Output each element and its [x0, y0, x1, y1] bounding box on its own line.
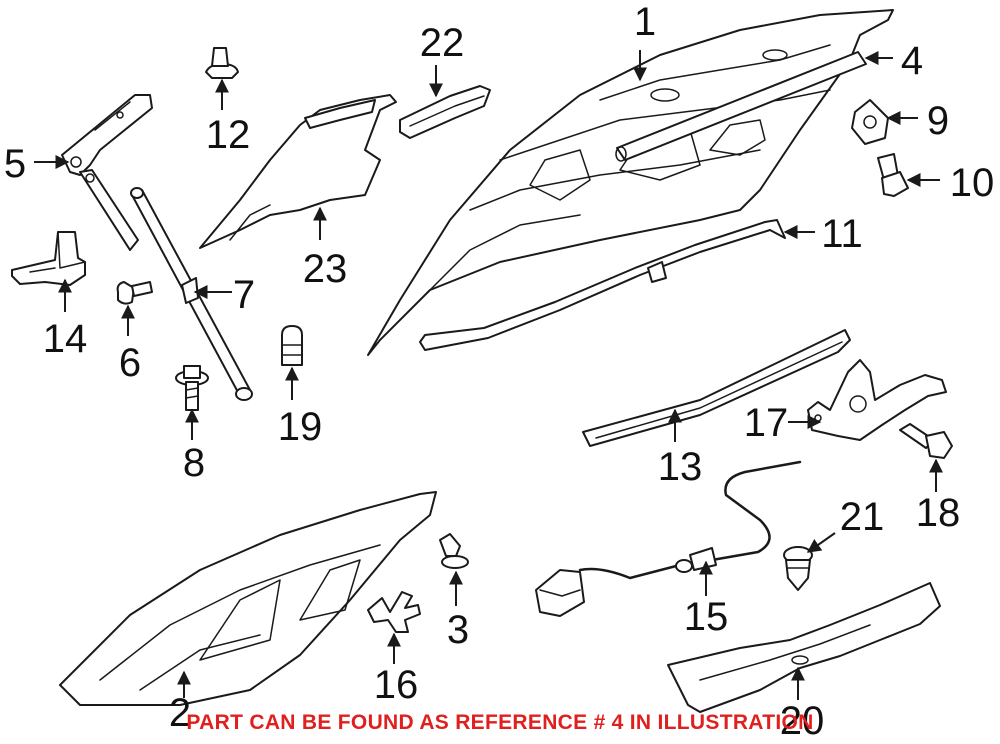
clip-12: [205, 47, 239, 79]
callout-17: 17: [744, 401, 789, 445]
bolt-10: [877, 153, 909, 197]
callout-7: 7: [233, 273, 255, 317]
hood-insulator-pad: [59, 491, 437, 706]
prop-rod: [419, 219, 786, 351]
release-cable: [535, 460, 802, 617]
nut-9: [851, 99, 889, 145]
bolt-18: [899, 423, 953, 459]
push-pin: [439, 533, 469, 569]
hinge-bracket: [11, 231, 86, 286]
leader-lines: [34, 50, 943, 700]
callout-5: 5: [4, 142, 26, 186]
insulator-23: [199, 94, 397, 249]
callout-6: 6: [119, 341, 141, 385]
callout-19: 19: [278, 405, 323, 449]
callout-11: 11: [821, 212, 863, 256]
callout-1: 1: [634, 0, 656, 44]
callout-15: 15: [684, 595, 729, 639]
callout-16: 16: [374, 663, 419, 707]
bolt-6: [116, 281, 153, 305]
push-clip-21: [783, 546, 813, 591]
callout-12: 12: [206, 113, 251, 157]
callout-21: 21: [840, 495, 885, 539]
callout-18: 18: [916, 491, 961, 535]
callout-4: 4: [901, 39, 923, 83]
callout-22: 22: [420, 21, 465, 65]
callout-8: 8: [183, 441, 205, 485]
reference-note: PART CAN BE FOUND AS REFERENCE # 4 IN IL…: [186, 711, 814, 734]
flange-bolt-8: [175, 365, 209, 411]
hood-latch: [807, 359, 947, 441]
callout-3: 3: [447, 608, 469, 652]
callout-2: 2: [169, 691, 191, 735]
seal-22: [399, 85, 491, 139]
front-seal-strip: [582, 329, 851, 447]
callout-23: 23: [303, 247, 348, 291]
bump-stop: [281, 325, 303, 366]
callout-9: 9: [927, 99, 949, 143]
lower-shield: [667, 582, 941, 713]
hood-hinge: [61, 94, 153, 251]
callout-10: 10: [950, 161, 995, 205]
callout-13: 13: [658, 445, 703, 489]
callout-20: 20: [780, 699, 825, 743]
retainer-16: [367, 591, 421, 633]
callout-14: 14: [43, 317, 88, 361]
